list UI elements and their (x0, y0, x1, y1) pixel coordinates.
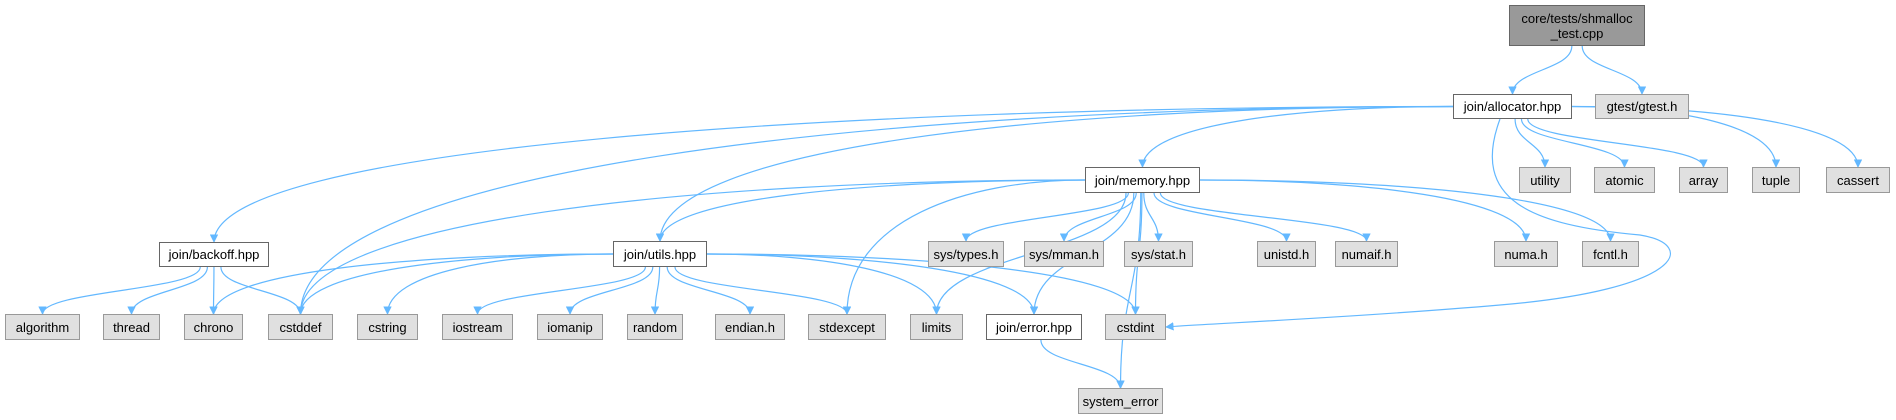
node-cstdint: cstdint (1105, 314, 1166, 340)
edge-memory-to-unistd (1153, 192, 1291, 242)
edge-utils-to-iostream (473, 266, 646, 315)
node-sysstat: sys/stat.h (1124, 241, 1193, 267)
edge-utils-to-cstddef (296, 253, 614, 315)
edge-utils-to-stdexcept (674, 266, 852, 315)
node-sysmman: sys/mman.h (1024, 241, 1104, 267)
node-limits: limits (910, 314, 963, 340)
node-random: random (627, 314, 683, 340)
edge-error-to-system_error (1040, 339, 1125, 389)
edge-root-to-allocator (1508, 45, 1573, 95)
node-systypes: sys/types.h (928, 241, 1004, 267)
edge-root-to-gtest (1581, 45, 1647, 95)
node-numa: numa.h (1494, 241, 1558, 267)
edge-utils-to-iomanip (565, 266, 654, 315)
edge-backoff-to-cstddef (220, 266, 305, 315)
node-gtest: gtest/gtest.h (1595, 94, 1689, 119)
node-iostream: iostream (442, 314, 513, 340)
edge-allocator-to-utility (1514, 118, 1550, 168)
edge-allocator-to-atomic (1520, 118, 1629, 168)
edge-utils-to-random (650, 266, 661, 315)
edge-allocator-to-backoff (209, 105, 1454, 243)
edge-allocator-to-memory (1138, 105, 1454, 168)
node-numaif: numaif.h (1335, 241, 1398, 267)
edge-memory-to-cstddef (296, 179, 1086, 315)
node-error[interactable]: join/error.hpp (986, 314, 1082, 340)
edge-memory-to-system_error (1116, 192, 1142, 389)
edge-memory-to-stdexcept (842, 179, 1086, 315)
edge-memory-to-utils (655, 179, 1086, 242)
node-array: array (1679, 167, 1728, 193)
edge-memory-to-numa (1199, 179, 1531, 242)
edge-memory-to-numaif (1159, 192, 1371, 242)
node-cstddef: cstddef (268, 314, 333, 340)
node-cstring: cstring (357, 314, 418, 340)
edge-utils-to-endian (666, 266, 755, 315)
node-cassert: cassert (1826, 167, 1890, 193)
node-utils[interactable]: join/utils.hpp (613, 241, 707, 267)
edge-utils-to-chrono (209, 253, 614, 315)
edge-utils-to-cstdint (706, 253, 1140, 315)
node-unistd: unistd.h (1257, 241, 1316, 267)
node-tuple: tuple (1752, 167, 1800, 193)
edge-memory-to-sysstat (1143, 192, 1163, 242)
edge-backoff-to-thread (127, 266, 208, 315)
edge-allocator-to-cstdint (1165, 118, 1671, 331)
node-stdexcept: stdexcept (808, 314, 886, 340)
edge-allocator-to-array (1527, 118, 1708, 168)
edge-utils-to-cstring (383, 253, 614, 315)
node-endian: endian.h (715, 314, 785, 340)
node-atomic: atomic (1594, 167, 1655, 193)
node-iomanip: iomanip (537, 314, 603, 340)
node-algorithm: algorithm (5, 314, 80, 340)
edge-utils-to-limits (706, 253, 941, 315)
node-fcntl: fcntl.h (1582, 241, 1639, 267)
edge-allocator-to-utils (655, 105, 1454, 242)
edge-backoff-to-algorithm (38, 266, 201, 315)
node-root[interactable]: core/tests/shmalloc _test.cpp (1509, 5, 1645, 46)
node-system-error: system_error (1078, 388, 1163, 414)
node-allocator[interactable]: join/allocator.hpp (1453, 94, 1572, 119)
node-memory[interactable]: join/memory.hpp (1085, 167, 1200, 193)
node-backoff[interactable]: join/backoff.hpp (159, 242, 269, 267)
node-thread: thread (103, 314, 160, 340)
edge-allocator-to-cstddef (296, 105, 1454, 315)
node-chrono: chrono (184, 314, 243, 340)
node-utility: utility (1519, 167, 1571, 193)
edge-memory-to-fcntl (1199, 179, 1615, 242)
edge-memory-to-systypes (961, 192, 1129, 242)
